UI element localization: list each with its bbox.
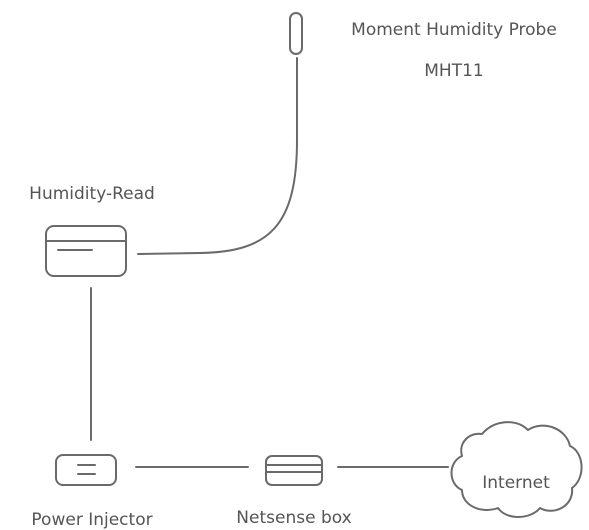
probe-icon	[289, 12, 303, 55]
power-injector-label: Power Injector	[31, 510, 152, 530]
probe-label-line2: MHT11	[424, 61, 483, 81]
cloud-icon	[450, 421, 583, 518]
netsense-box-label: Netsense box	[236, 508, 351, 528]
power-injector-icon	[55, 454, 117, 486]
humidity-reader-icon	[45, 225, 127, 277]
netsense-box-icon	[265, 455, 323, 486]
connector-probe-to-humidity-read	[137, 57, 298, 255]
probe-label-line1: Moment Humidity Probe	[351, 20, 557, 40]
internet-label: Internet	[482, 473, 550, 493]
humidity-read-label: Humidity-Read	[29, 184, 155, 204]
